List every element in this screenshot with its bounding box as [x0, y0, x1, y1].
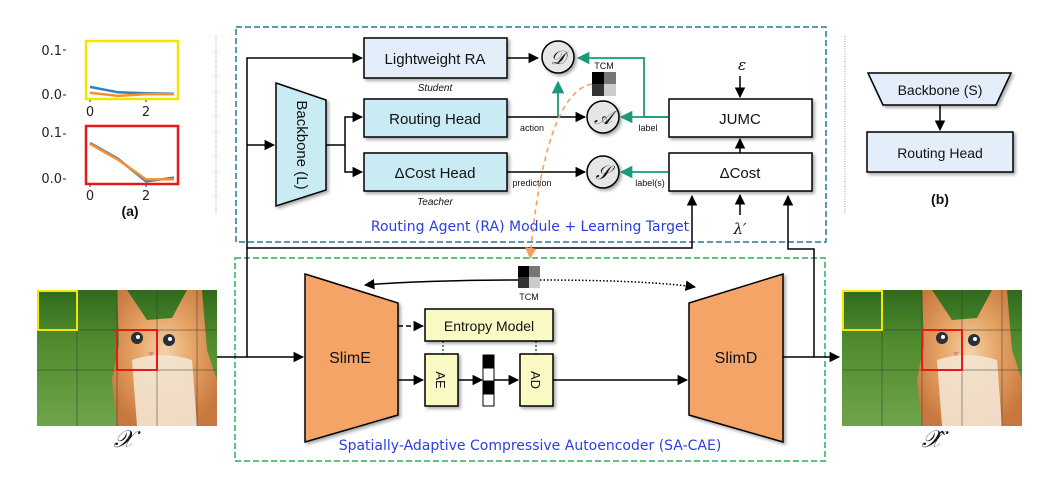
loss-plot-red: 0.1 0.0 0 2: [41, 124, 180, 204]
svg-text:AD: AD: [528, 371, 543, 389]
label-text: label: [638, 123, 657, 133]
lambda-symbol: λ′: [733, 220, 748, 238]
series-line-orange: [89, 142, 174, 181]
panel-a: 0.1 0.0 0 2 0.1 0.0 0 2 (a): [41, 39, 180, 219]
svg-text:𝒟: 𝒟: [550, 47, 569, 69]
svg-text:AE: AE: [433, 371, 448, 389]
jumc-label: JUMC: [719, 111, 761, 128]
panel-b: Backbone (S) Routing Head (b): [866, 72, 1014, 207]
x-tick: 0: [86, 105, 94, 120]
tcm-matrix-bottom: TCM: [518, 266, 540, 302]
svg-text:TCM: TCM: [519, 292, 539, 302]
teacher-label: Teacher: [417, 197, 453, 208]
y-tick: 0.0: [41, 172, 62, 187]
bitstream: [482, 354, 495, 407]
output-image: [841, 289, 1023, 427]
input-image: [36, 289, 218, 427]
arithmetic-decoder-block: AD: [519, 353, 554, 407]
output-symbol: 𝒳̂: [922, 425, 950, 453]
routing-head-label: Routing Head: [389, 111, 481, 128]
routing-head-b-block: Routing Head: [866, 131, 1014, 173]
score-loss-node: 𝒮: [586, 155, 620, 189]
delta-cost-label: ΔCost: [720, 165, 762, 182]
x-tick: 2: [142, 105, 150, 120]
prediction-label: prediction: [512, 178, 551, 188]
epsilon-symbol: ε: [738, 56, 746, 74]
series-line-orange: [89, 91, 174, 98]
routing-head-block: Routing Head: [363, 98, 508, 138]
svg-text:SlimD: SlimD: [715, 350, 758, 367]
plot-frame: [84, 39, 180, 101]
series-line-blue: [89, 85, 175, 95]
arithmetic-encoder-block: AE: [424, 353, 459, 407]
tcm-matrix-top: TCM: [592, 61, 616, 96]
caption-a: (a): [121, 203, 138, 219]
labels-text: label(s): [635, 178, 665, 188]
plot-frame: [84, 124, 180, 186]
action-loss-node: 𝒜: [586, 100, 620, 134]
backbone-s-block: Backbone (S): [866, 72, 1013, 106]
y-tick: 0.1: [41, 44, 62, 59]
student-label: Student: [418, 83, 454, 94]
svg-text:Routing Head: Routing Head: [897, 145, 983, 161]
x-tick: 2: [142, 189, 150, 204]
distill-loss-node: 𝒟: [541, 40, 575, 74]
ra-module-title: Routing Agent (RA) Module + Learning Tar…: [371, 219, 690, 235]
svg-text:SlimE: SlimE: [329, 350, 371, 367]
y-tick: 0.0: [41, 88, 62, 103]
svg-text:Entropy Model: Entropy Model: [444, 318, 534, 334]
slim-e-encoder: SlimE: [304, 272, 399, 443]
series-line-blue: [89, 141, 175, 183]
svg-text:TCM: TCM: [594, 61, 614, 71]
slim-d-decoder: SlimD: [688, 272, 784, 443]
lightweight-ra-label: Lightweight RA: [385, 51, 486, 68]
jumc-block: JUMC: [668, 98, 813, 138]
x-tick: 0: [86, 189, 94, 204]
y-tick: 0.1: [41, 126, 62, 141]
lightweight-ra-block: Lightweight RA: [363, 37, 508, 79]
backbone-l-block: Backbone (L): [275, 81, 327, 208]
sa-cae-title: Spatially-Adaptive Compressive Autoencod…: [339, 438, 722, 454]
caption-b: (b): [931, 191, 949, 207]
delta-cost-block: ΔCost: [668, 152, 813, 192]
loss-plot-yellow: 0.1 0.0 0 2: [41, 39, 180, 120]
entropy-model-block: Entropy Model: [424, 308, 554, 342]
cost-head-label: ΔCost Head: [395, 165, 476, 182]
tcm-transfer-path: [525, 83, 593, 260]
ra-module-frame: [235, 26, 827, 243]
action-label: action: [520, 123, 544, 133]
cost-head-block: ΔCost Head: [363, 152, 508, 192]
svg-text:Backbone (S): Backbone (S): [898, 82, 983, 98]
backbone-l-label: Backbone (L): [293, 100, 310, 189]
input-symbol: 𝒳: [114, 425, 142, 453]
